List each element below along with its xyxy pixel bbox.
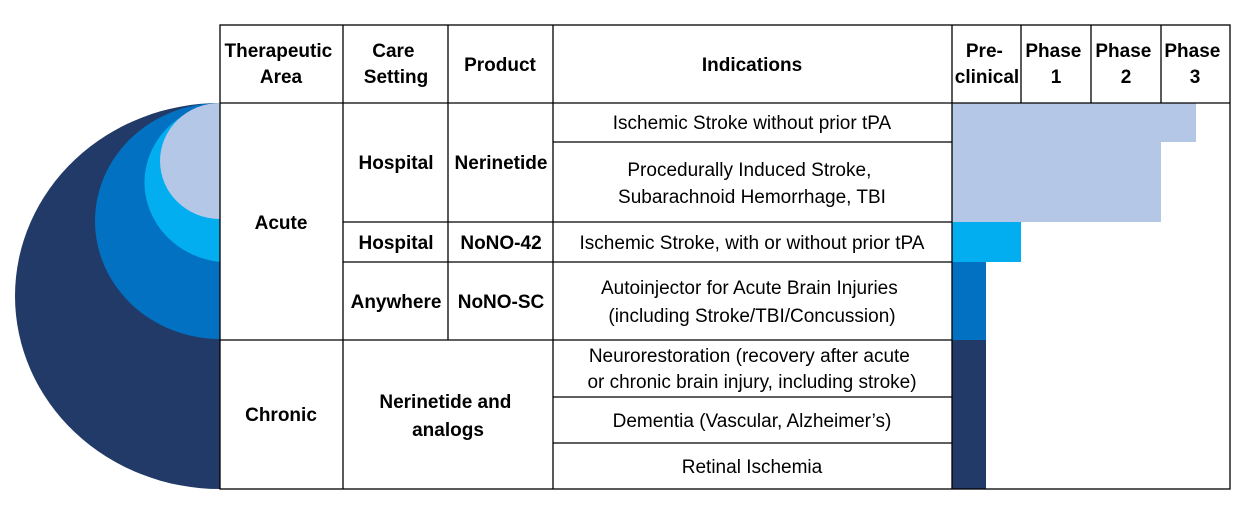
arc-nerinetide-lavender [160, 103, 220, 219]
bar-autoinjector [952, 262, 986, 340]
header-preclinical: Pre- clinical [955, 41, 1019, 88]
care-setting-hospital-nerinetide: Hospital [359, 153, 434, 174]
header-therapeutic-area: Therapeutic Area [225, 41, 338, 88]
area-chronic: Chronic [245, 405, 317, 426]
care-setting-hospital-nono42: Hospital [359, 233, 434, 254]
header-care-setting: Care Setting [364, 41, 428, 88]
nested-arcs [15, 103, 220, 489]
table-header: Therapeutic Area Care Setting Product In… [225, 41, 1225, 88]
indication-autoinjector: Autoinjector for Acute Brain Injuries (i… [601, 278, 903, 327]
indication-retinal-ischemia: Retinal Ischemia [682, 457, 823, 478]
bar-ischemic-with-without [952, 222, 1021, 262]
area-acute: Acute [255, 213, 308, 234]
indication-procedural: Procedurally Induced Stroke, Subarachnoi… [618, 160, 886, 208]
indication-neurorestoration: Neurorestoration (recovery after acute o… [587, 346, 916, 393]
care-setting-anywhere: Anywhere [351, 292, 442, 313]
header-product: Product [464, 55, 536, 76]
product-nerinetide-analogs: Nerinetide and analogs [379, 392, 516, 441]
product-nono42: NoNO-42 [460, 233, 541, 254]
bar-ischemic-no-tpa [952, 103, 1196, 142]
progress-bars [952, 103, 1196, 489]
product-nerinetide: Nerinetide [455, 153, 548, 174]
bar-procedural [952, 142, 1161, 222]
indication-dementia: Dementia (Vascular, Alzheimer’s) [613, 411, 892, 432]
header-phase1: Phase 1 [1025, 41, 1086, 88]
header-phase3: Phase 3 [1164, 41, 1225, 88]
indication-ischemic-with-without: Ischemic Stroke, with or without prior t… [580, 233, 925, 254]
indication-ischemic-no-tpa: Ischemic Stroke without prior tPA [613, 113, 892, 134]
bar-chronic-programs [952, 340, 986, 489]
header-phase2: Phase 2 [1095, 41, 1156, 88]
product-nonosc: NoNO-SC [458, 292, 545, 313]
table-grid [219, 24, 1231, 490]
header-indications: Indications [702, 55, 802, 76]
